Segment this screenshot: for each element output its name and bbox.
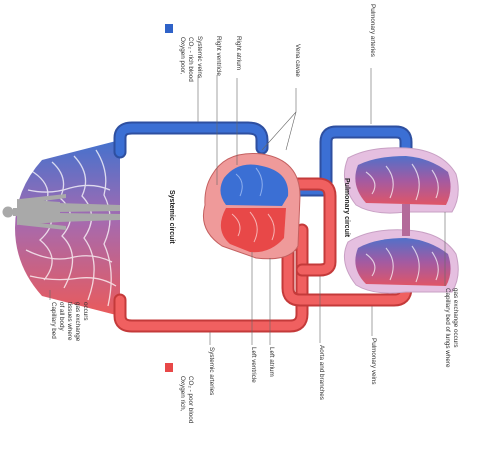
label-left-ventricle: Left ventricle xyxy=(250,347,257,383)
label-systemic-circuit: Systemic circuit xyxy=(168,190,175,244)
heart xyxy=(203,153,300,258)
legend-blue-line2: CO₂ - rich blood xyxy=(187,37,194,82)
legend-swatch-oxygen-poor xyxy=(165,24,173,33)
legend-swatch-oxygen-rich xyxy=(165,363,173,372)
label-capillary-body-line2: of all body xyxy=(58,302,65,332)
label-left-atrium: Left atrium xyxy=(268,347,275,377)
label-capillary-body-line1: Capillary bed xyxy=(50,302,57,339)
legend-red-line2: CO₂ - poor blood xyxy=(187,376,194,424)
label-right-ventricle: Right ventricle xyxy=(215,36,222,76)
label-pulmonary-veins: Pulmonary veins xyxy=(370,338,377,385)
legend-blue-line1: Oxygen poor, xyxy=(179,37,186,75)
label-legend-blue: Oxygen poor, CO₂ - rich blood xyxy=(179,37,194,82)
label-pulmonary-circuit: Pulmonary circuit xyxy=(343,178,350,238)
label-capillary-lungs-line2: gas exchange occurs xyxy=(452,288,459,348)
label-capillary-lungs-line1: Capillary bed of lungs where xyxy=(444,288,451,368)
label-legend-red: Oxygen rich, CO₂ - poor blood xyxy=(179,376,194,424)
label-pulmonary-arteries: Pulmonary arteries xyxy=(369,4,376,57)
body-capillary-bed xyxy=(15,140,120,316)
label-capillary-body-line5: occurs xyxy=(82,302,89,321)
label-capillary-lungs: Capillary bed of lungs where gas exchang… xyxy=(444,288,459,368)
label-systemic-arteries: Systemic arteries xyxy=(208,347,215,395)
label-vena-cava: Vena cavae xyxy=(294,44,301,77)
label-capillary-body: Capillary bed of all body tissues where … xyxy=(50,302,89,342)
label-aorta: Aorta and branches xyxy=(318,345,325,400)
label-capillary-body-line3: tissues where xyxy=(66,302,73,341)
label-systemic-veins: Systemic veins xyxy=(196,36,203,78)
label-right-atrium: Right atrium xyxy=(235,36,242,70)
lungs xyxy=(344,148,458,293)
label-capillary-body-line4: gas exchange xyxy=(74,302,81,342)
legend-red-line1: Oxygen rich, xyxy=(179,376,186,412)
